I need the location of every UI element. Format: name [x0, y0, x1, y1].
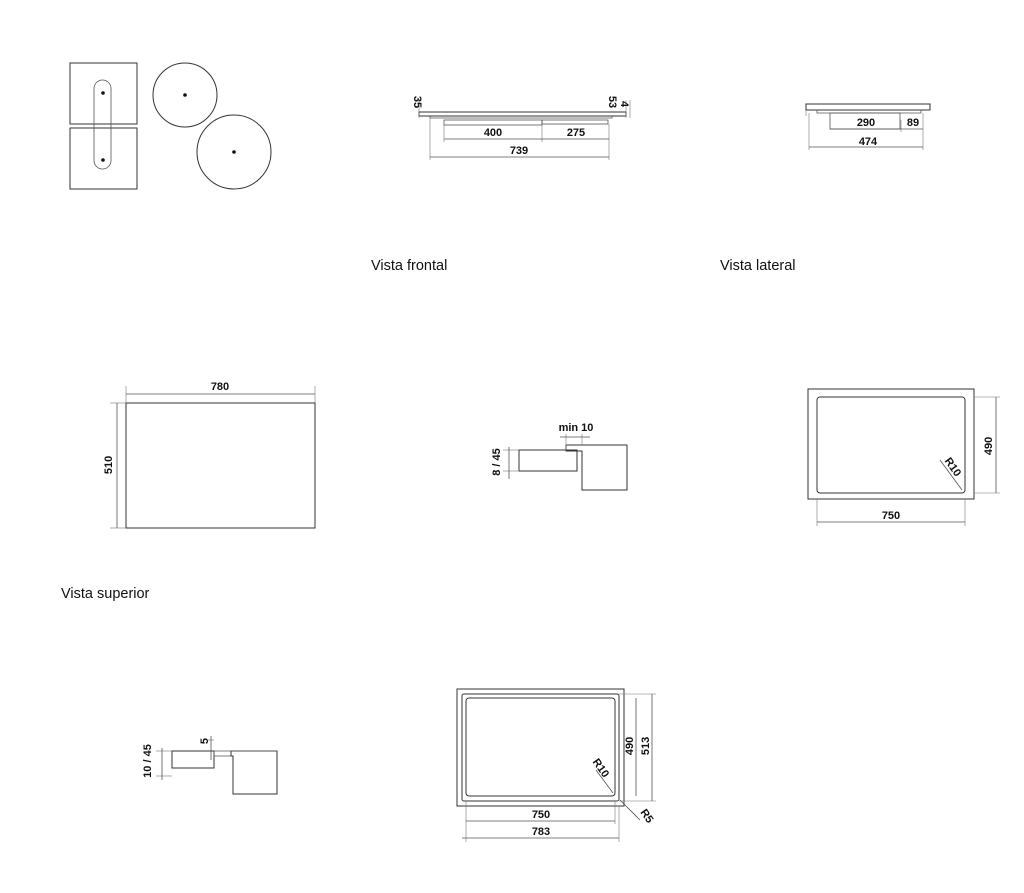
zone-center-dot-icon: [232, 150, 236, 154]
surface-step-label: 5: [199, 738, 211, 744]
front-total-width-label: 739: [510, 145, 528, 157]
front-width-inner-label: 400: [484, 127, 502, 139]
surface-cutout-width-label: 750: [532, 809, 550, 821]
surface-outer-width-label: 783: [532, 826, 550, 838]
flush-min-gap-label: min 10: [559, 422, 594, 434]
top-view-drawing: 780 510: [103, 381, 316, 529]
flex-zone-slot-icon: [93, 79, 112, 170]
square-zone-bottom: [69, 127, 138, 190]
front-width-right-label: 275: [567, 127, 585, 139]
flush-cutout-drawing: 750 490 R10: [807, 388, 1000, 526]
cutout-width-label: 750: [882, 510, 900, 522]
zone-center-dot-icon: [101, 91, 105, 95]
zone-center-dot-icon: [183, 93, 187, 97]
surface-install-detail: 10 / 45 5: [142, 736, 278, 795]
round-zone-small: [152, 62, 218, 128]
top-width-label: 780: [211, 381, 229, 393]
caption-side-view: Vista lateral: [720, 258, 796, 274]
top-height-label: 510: [103, 456, 115, 474]
round-zone-large: [196, 114, 272, 190]
surface-outer-radius-label: R5: [638, 807, 656, 825]
cooking-zone-layout: [69, 62, 272, 190]
surface-cutout-height-label: 490: [624, 737, 636, 755]
side-width-inner-label: 290: [857, 117, 875, 129]
surface-thickness-label: 10 / 45: [142, 744, 154, 778]
front-view-drawing: 400 275 739 35 53 4: [411, 96, 631, 160]
flush-thickness-label: 8 / 45: [491, 448, 503, 476]
surface-cutout-drawing: 750 783 490 513 R10 R5: [456, 688, 656, 842]
zone-center-dot-icon: [101, 158, 105, 162]
surface-outer-height-label: 513: [640, 737, 652, 755]
side-total-width-label: 474: [859, 136, 878, 148]
caption-front-view: Vista frontal: [371, 258, 448, 274]
front-glass-thickness-label: 4: [618, 101, 630, 108]
caption-top-view: Vista superior: [61, 586, 150, 602]
front-height-right-label: 53: [606, 96, 618, 108]
surface-inner-radius-label: R10: [590, 757, 611, 780]
side-view-drawing: 290 89 474: [805, 103, 931, 150]
front-height-label: 35: [411, 96, 423, 108]
square-zone-top: [69, 62, 138, 125]
side-width-right-label: 89: [907, 117, 919, 129]
flush-install-detail: min 10 8 / 45: [491, 422, 628, 491]
cutout-height-label: 490: [983, 437, 995, 455]
